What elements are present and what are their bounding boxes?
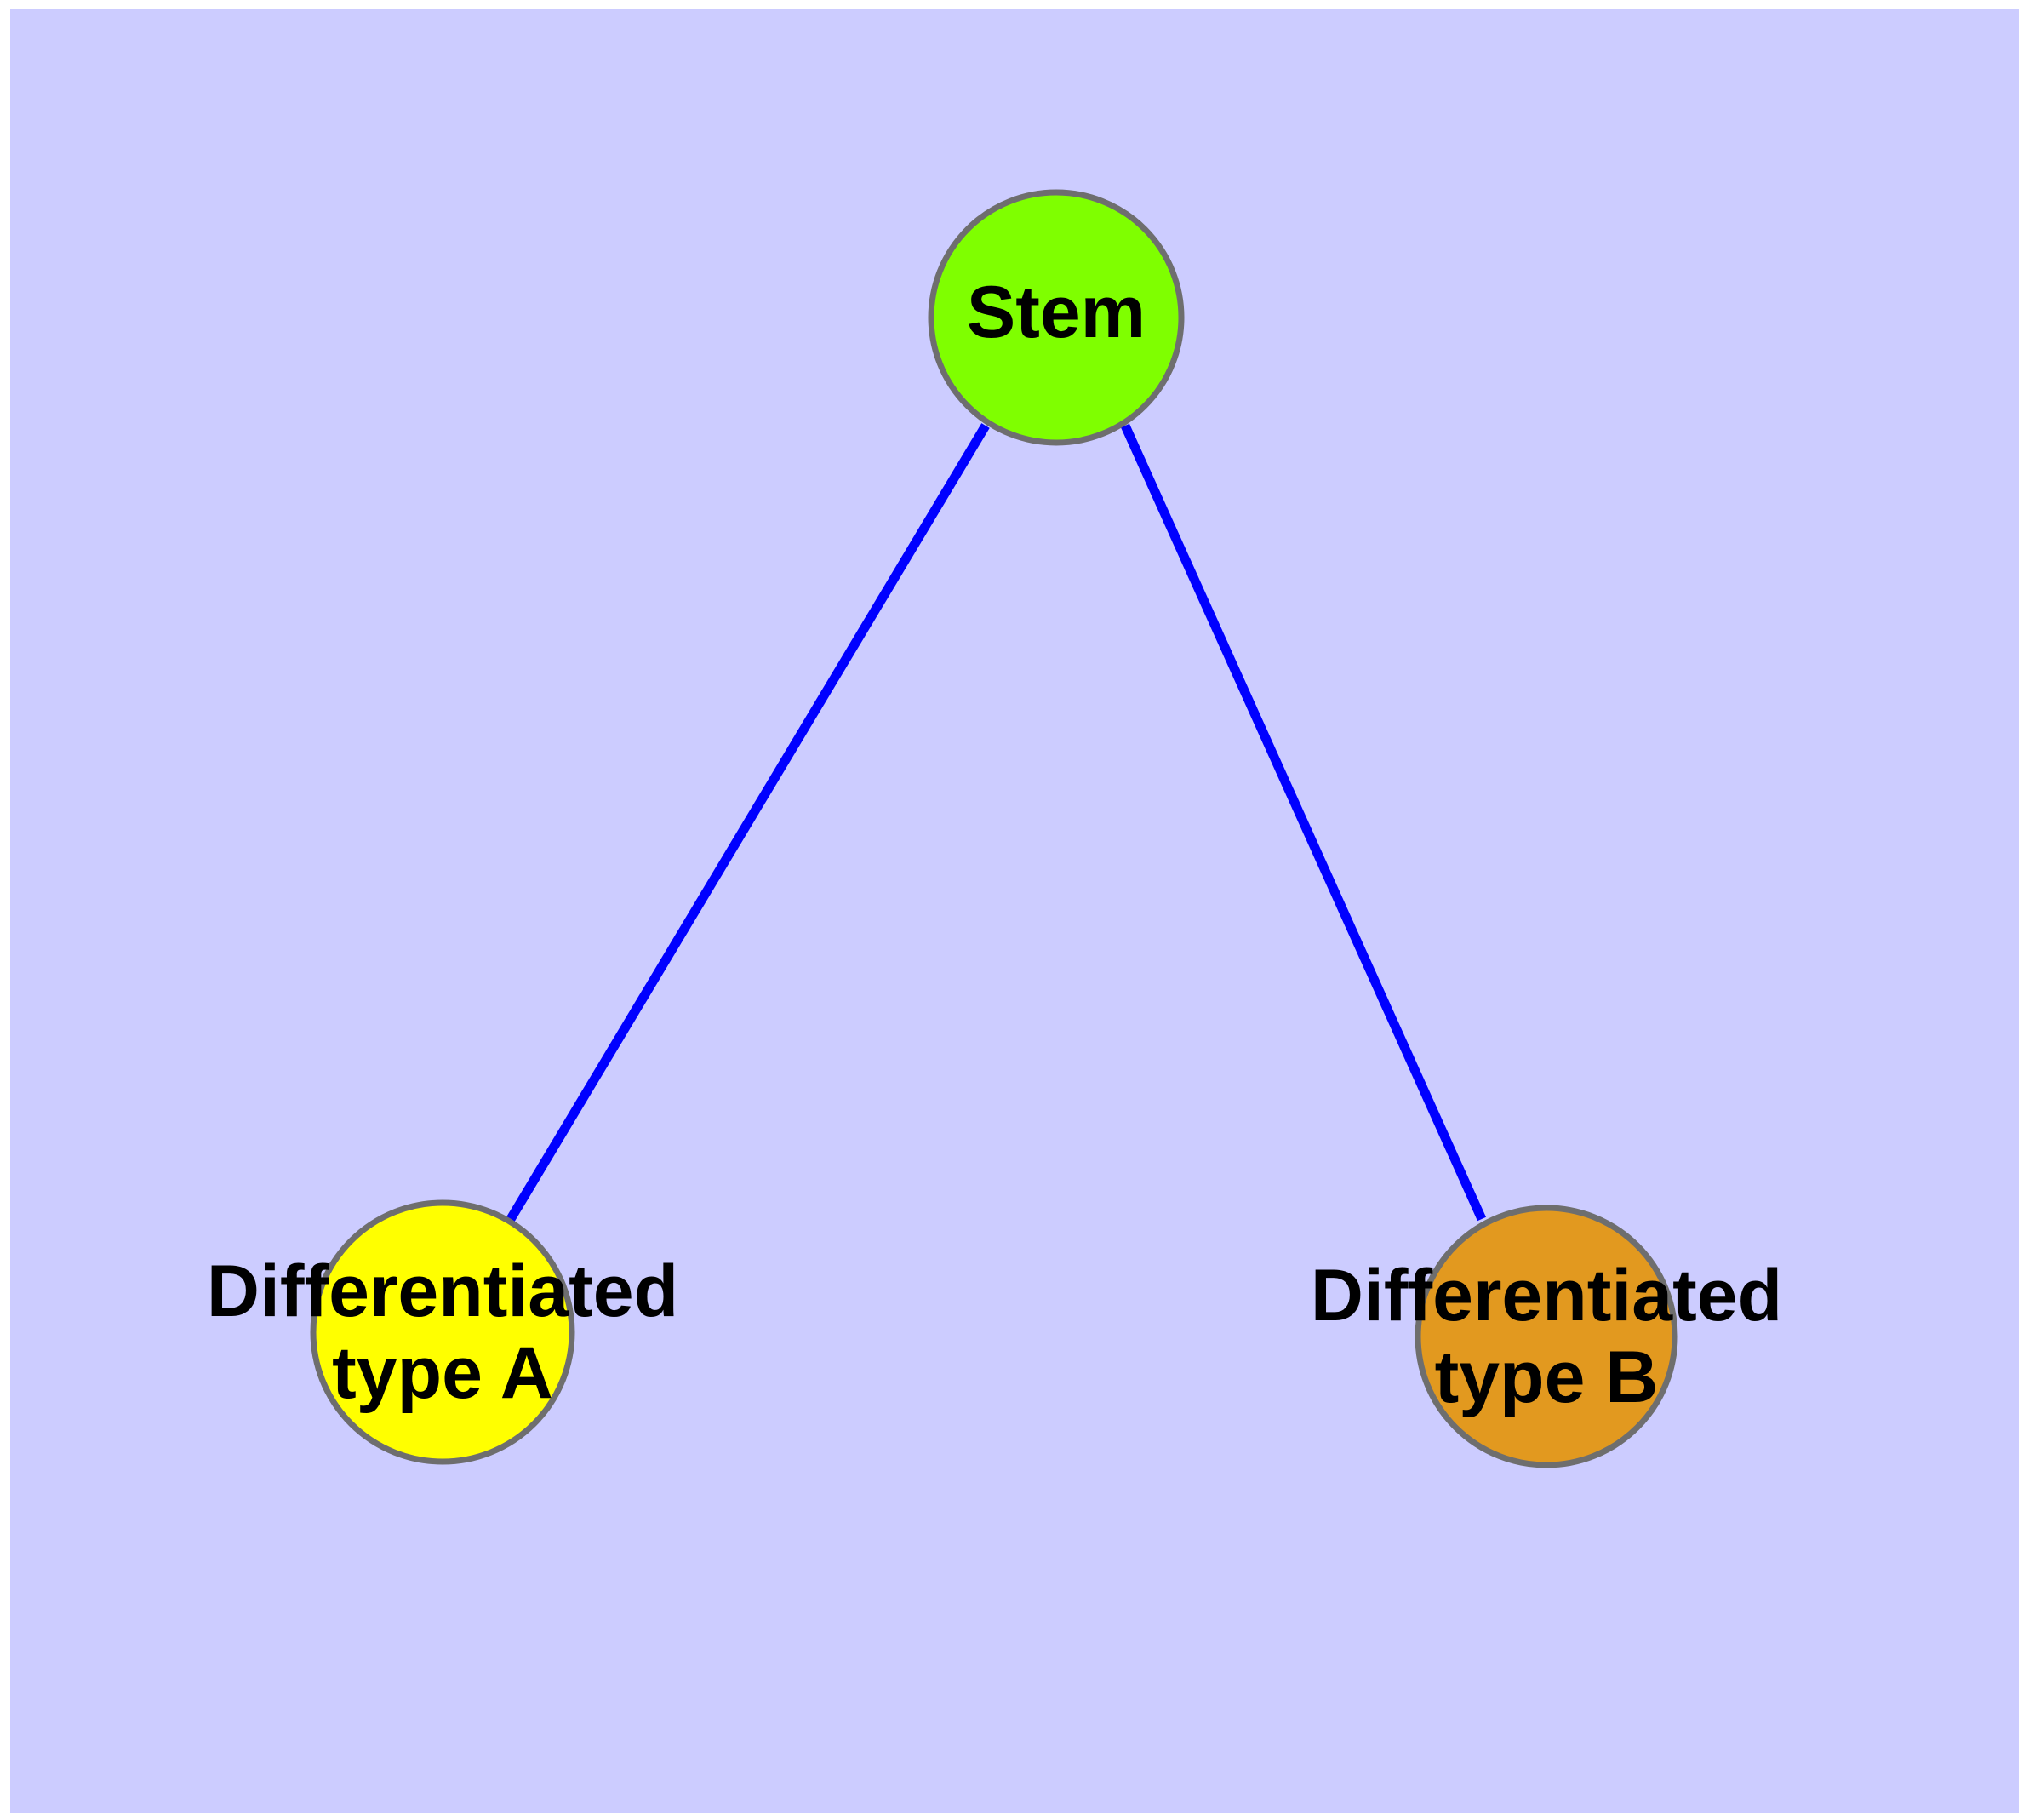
graph-edge-stem-to-diff-a <box>506 423 990 1222</box>
graph-node-stem[interactable]: Stem <box>928 189 1185 446</box>
node-circle-diff_a[interactable] <box>310 1199 575 1465</box>
node-circle-stem[interactable] <box>928 189 1185 446</box>
graph-edge-stem-to-diff-b <box>1120 423 1487 1222</box>
node-label-stem: Stem <box>967 272 1146 353</box>
node-label-line: type A <box>332 1332 553 1414</box>
node-circle-diff_b[interactable] <box>1415 1205 1678 1468</box>
node-label-line: type B <box>1435 1336 1659 1418</box>
node-label-line: Stem <box>967 272 1146 353</box>
node-label-line: Differentiated <box>1311 1255 1782 1336</box>
edges-layer <box>506 423 1487 1222</box>
node-label-line: Differentiated <box>207 1251 678 1332</box>
